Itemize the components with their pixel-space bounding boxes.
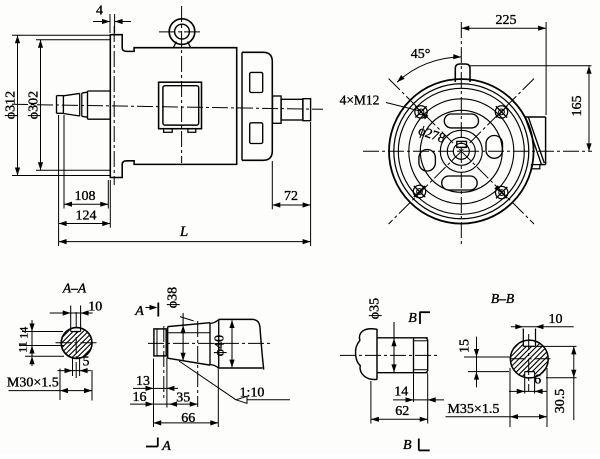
svg-text:11: 11	[16, 341, 30, 353]
svg-text:62: 62	[395, 404, 409, 419]
svg-text:14: 14	[394, 385, 408, 400]
svg-text:ϕ312: ϕ312	[4, 91, 19, 119]
svg-text:72: 72	[284, 189, 298, 204]
svg-text:225: 225	[496, 13, 517, 28]
svg-text:4×M12: 4×M12	[340, 93, 380, 108]
svg-text:165: 165	[570, 96, 585, 117]
svg-text:10: 10	[88, 299, 102, 314]
svg-text:4: 4	[96, 4, 103, 19]
svg-text:B: B	[403, 438, 412, 453]
svg-text:14: 14	[17, 327, 31, 339]
svg-text:35: 35	[176, 391, 190, 406]
svg-text:A: A	[161, 439, 171, 454]
svg-text:M35×1.5: M35×1.5	[447, 402, 499, 417]
svg-text:45°: 45°	[411, 47, 431, 62]
svg-text:1:10: 1:10	[240, 386, 265, 401]
svg-text:10: 10	[549, 312, 563, 327]
svg-text:108: 108	[75, 189, 96, 204]
svg-text:13: 13	[136, 374, 150, 389]
svg-text:ϕ35: ϕ35	[368, 298, 383, 319]
svg-text:B–B: B–B	[491, 291, 514, 306]
svg-text:124: 124	[76, 209, 97, 224]
svg-text:16: 16	[133, 390, 147, 405]
svg-text:ϕ38: ϕ38	[166, 287, 181, 308]
svg-text:5: 5	[83, 354, 90, 369]
svg-text:ϕ302: ϕ302	[27, 91, 42, 119]
svg-text:15: 15	[458, 339, 473, 353]
svg-text:ϕ40: ϕ40	[213, 335, 228, 356]
svg-text:30.5: 30.5	[553, 389, 568, 414]
svg-text:L: L	[179, 224, 188, 240]
svg-text:B: B	[408, 311, 417, 326]
svg-text:6: 6	[534, 373, 541, 388]
svg-text:A: A	[134, 304, 144, 319]
svg-text:A–A: A–A	[62, 281, 87, 296]
svg-text:66: 66	[181, 411, 195, 426]
svg-text:M30×1.5: M30×1.5	[7, 376, 59, 391]
